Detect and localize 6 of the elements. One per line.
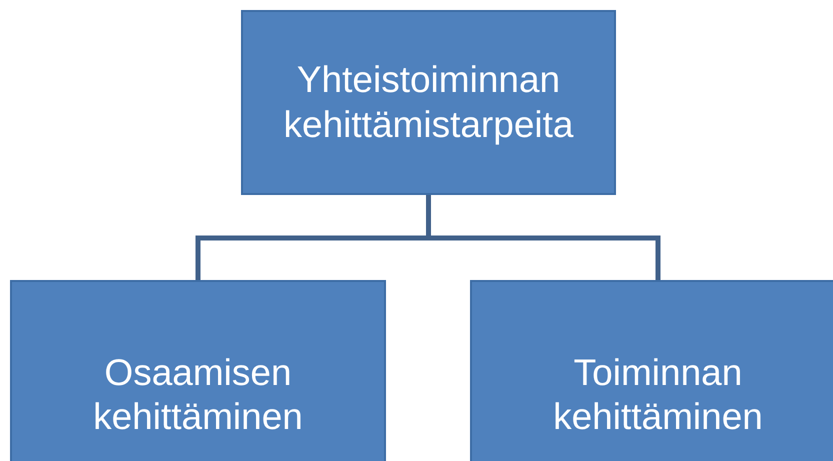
- process-box: [10, 280, 386, 461]
- box-label: Yhteistoiminnan kehittämistarpeita: [282, 58, 574, 147]
- process-box: [241, 10, 616, 195]
- box-label: Osaamisen kehittäminen: [92, 350, 304, 439]
- box-label: Toiminnan kehittäminen: [552, 350, 764, 439]
- process-box: [470, 280, 833, 461]
